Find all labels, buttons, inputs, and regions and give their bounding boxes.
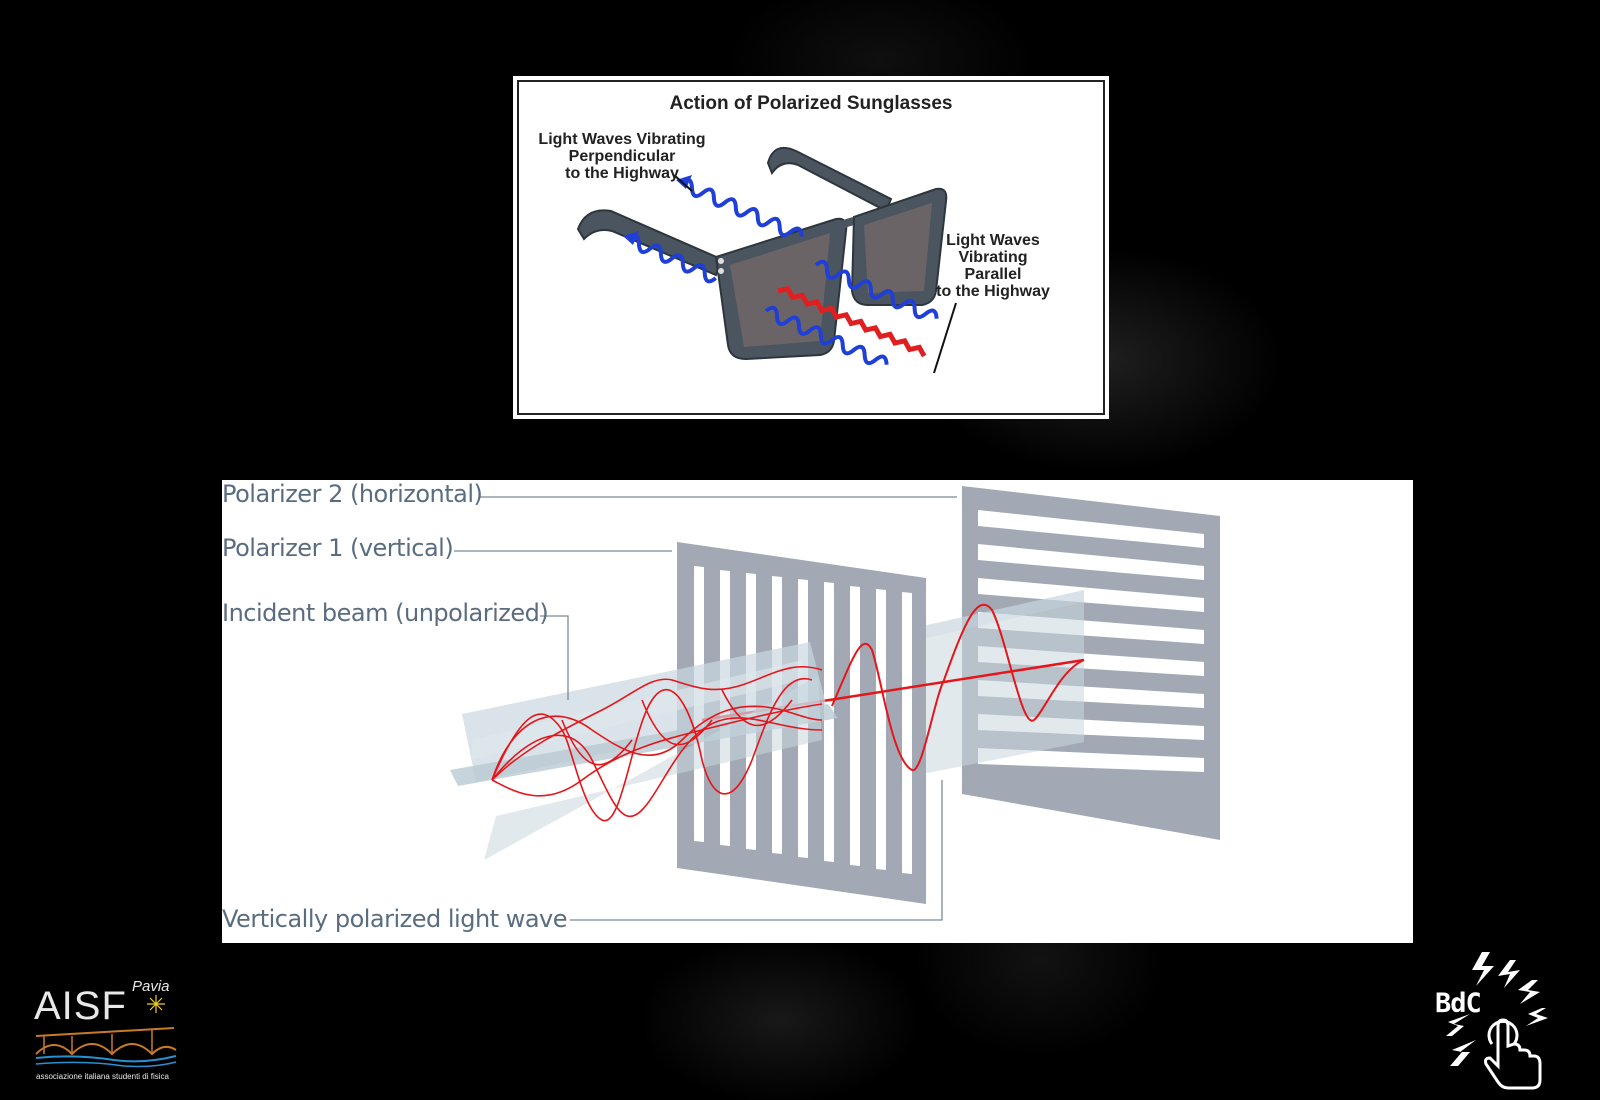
sunglasses-illustration [576, 147, 957, 374]
label-vertical-wave: Vertically polarized light wave [222, 905, 568, 933]
sunglasses-figure: Action of Polarized Sunglasses Light Wav… [513, 76, 1109, 419]
blue-wave-3 [814, 259, 939, 320]
aisf-caption: associazione italiana studenti di fisica [36, 1072, 169, 1081]
incident-wave [491, 665, 823, 822]
red-wave [777, 285, 927, 358]
aisf-bridge-graphic [35, 995, 177, 1068]
hand-pointer-icon [1484, 1018, 1542, 1090]
perpendicular-waves [626, 177, 939, 366]
lightning-icon [1446, 952, 1548, 1066]
blue-wave-1 [679, 177, 804, 238]
aisf-city: Pavia [132, 978, 170, 995]
left-temple-arm [576, 209, 723, 277]
bdc-text: BdC [1435, 988, 1482, 1019]
bdc-graphic [1446, 952, 1548, 1090]
blue-wave-4 [764, 305, 889, 366]
polarizer-figure: Polarizer 2 (horizontal) Polarizer 1 (ve… [222, 480, 1413, 943]
figure-title: Action of Polarized Sunglasses [669, 93, 953, 114]
leader-parallel [933, 302, 957, 374]
label-polarizer-1: Polarizer 1 (vertical) [222, 534, 454, 562]
leader-lines [454, 496, 957, 921]
label-parallel: Light Waves Vibrating Parallel to the Hi… [936, 232, 1050, 300]
label-incident-beam: Incident beam (unpolarized) [222, 599, 549, 627]
leader-perpendicular [673, 174, 693, 192]
label-polarizer-2: Polarizer 2 (horizontal) [222, 480, 483, 508]
aisf-logo: AISF Pavia associazione italiana student… [34, 978, 184, 1084]
right-lens [864, 203, 932, 293]
transmitted-vertical-wave [831, 603, 1085, 772]
aisf-text: AISF [34, 984, 127, 1028]
star-burst-icon [147, 995, 165, 1013]
label-perpendicular: Light Waves Vibrating Perpendicular to t… [538, 131, 706, 182]
blue-arrow-head-2 [623, 231, 639, 245]
right-temple-arm [766, 147, 893, 213]
bdc-logo: BdC [1432, 952, 1582, 1092]
blue-arrow-head-1 [676, 175, 692, 189]
blue-wave-2 [626, 233, 717, 284]
polarizer-illustration [450, 486, 1220, 921]
